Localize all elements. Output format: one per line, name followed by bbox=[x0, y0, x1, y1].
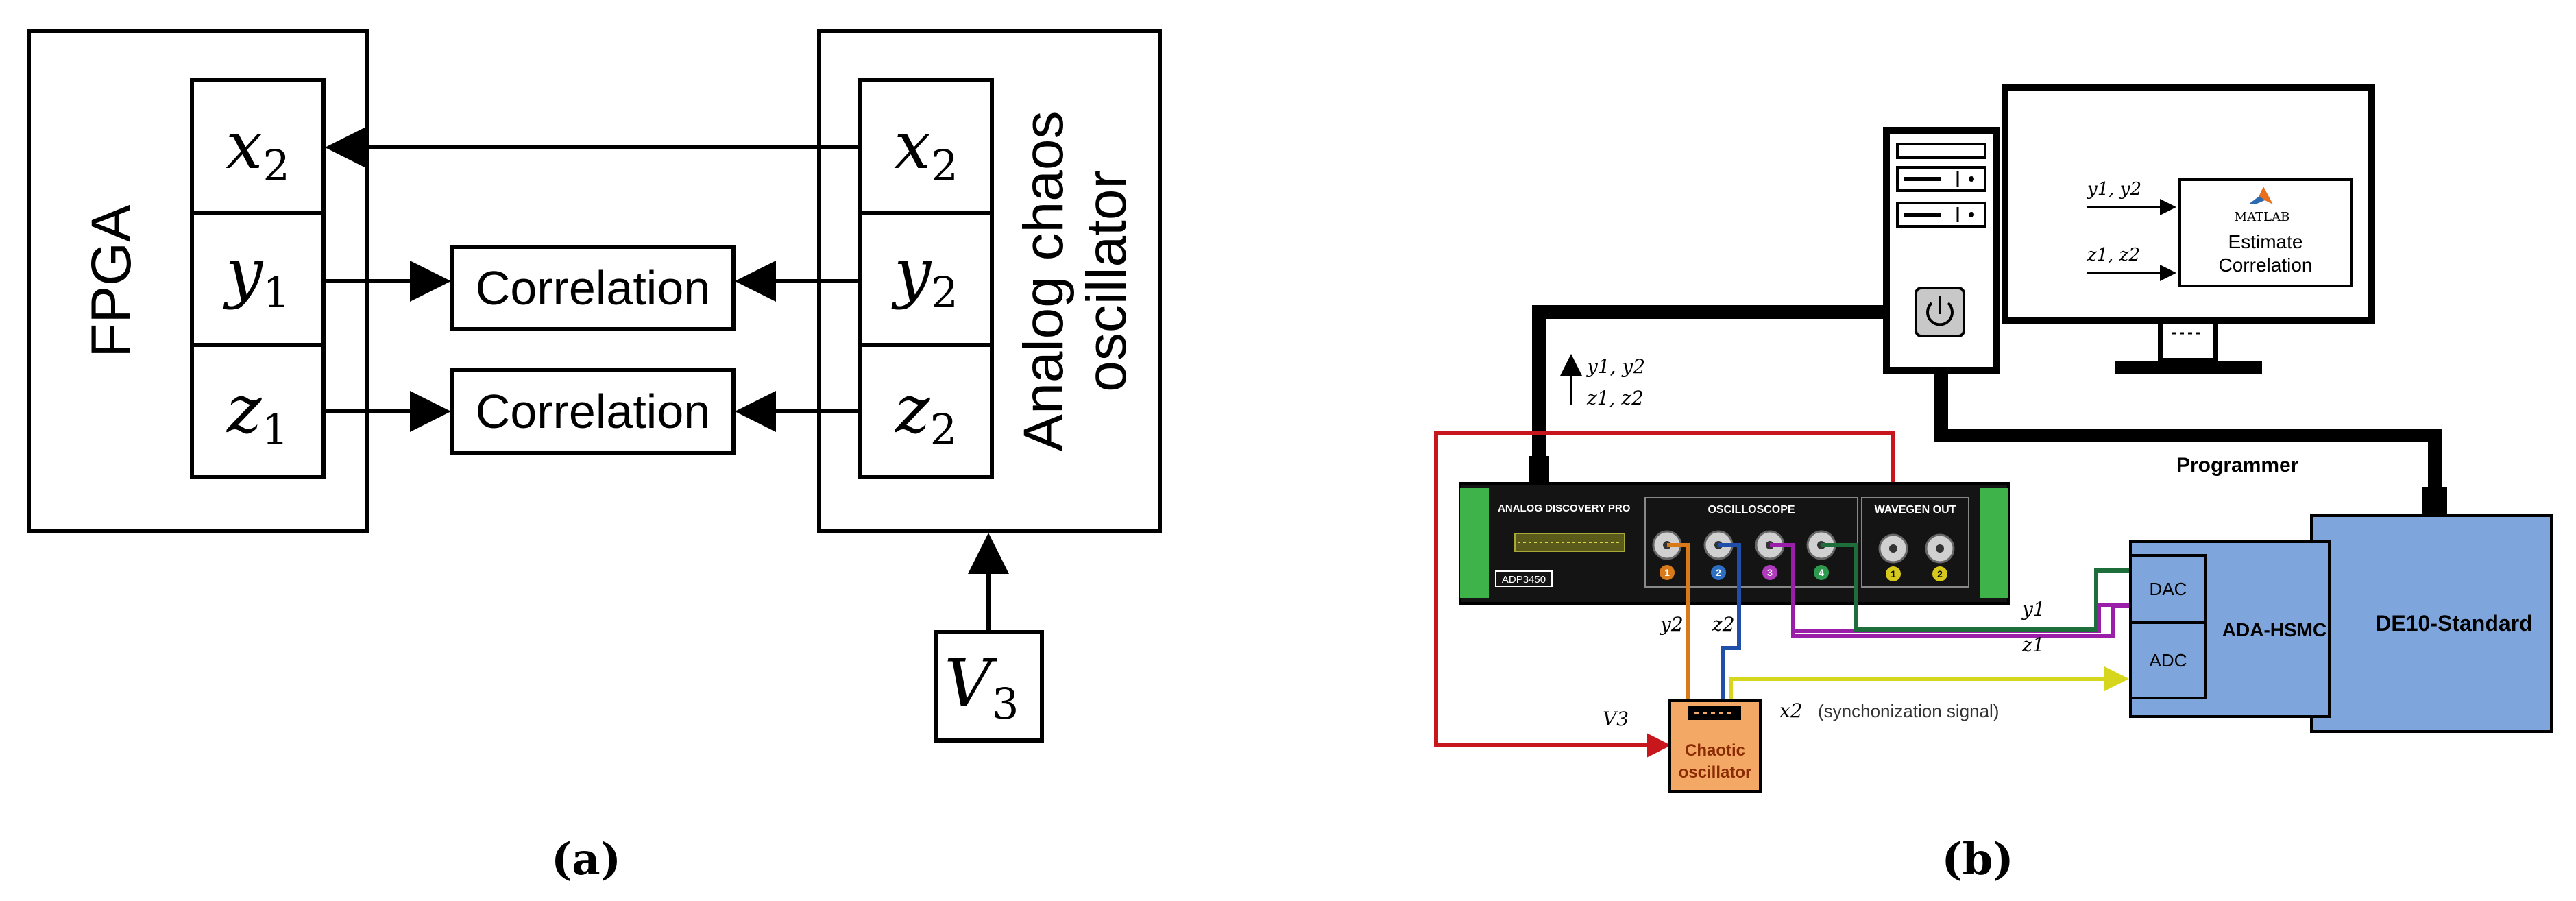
svg-text:1: 1 bbox=[1664, 567, 1670, 578]
caption-b: (b) bbox=[1941, 834, 2013, 885]
osc-cell-y2 bbox=[858, 211, 994, 347]
label-y1: y1 bbox=[2021, 598, 2045, 621]
fpga-label: FPGA bbox=[80, 204, 143, 358]
adc-label: ADC bbox=[2150, 650, 2187, 671]
pc-drive-1-led bbox=[1969, 176, 1974, 182]
osc-signal-y2: y2 bbox=[891, 234, 958, 317]
adp-brand: ANALOG DISCOVERY PRO bbox=[1498, 503, 1631, 514]
ada-hsmc-label: ADA-HSMC bbox=[2222, 619, 2326, 640]
programmer-label: Programmer bbox=[2176, 454, 2299, 477]
pc-slot-top bbox=[1896, 143, 1986, 159]
cable-label-1: y1, y2 bbox=[1585, 355, 1645, 378]
oscilloscope-panel bbox=[1644, 497, 1858, 588]
v3-box bbox=[934, 630, 1044, 743]
adp-model: ADP3450 bbox=[1502, 574, 1546, 586]
wire-v3 bbox=[1434, 431, 1895, 758]
label-z1: z1 bbox=[2021, 634, 2045, 656]
label-v3: V3 bbox=[1603, 708, 1629, 730]
wavegen-label: WAVEGEN OUT bbox=[1875, 504, 1956, 516]
de10-usb-plug bbox=[2422, 487, 2447, 517]
svg-text:2: 2 bbox=[1937, 568, 1943, 579]
monitor-input-1: y1, y2 bbox=[2087, 179, 2141, 200]
matlab-logo-icon bbox=[2248, 187, 2273, 204]
analog-osc-label: Analog chaososcillator bbox=[1012, 111, 1138, 452]
adp-bumper-left bbox=[1460, 488, 1489, 598]
panel-a: FPGA x2 y1 z1 Analog chaososcillator x2 … bbox=[27, 29, 1162, 885]
matlab-logo-text: MATLAB bbox=[2235, 210, 2290, 224]
caption-a: (a) bbox=[551, 834, 621, 885]
osc-cell-x2 bbox=[858, 78, 994, 215]
wavegen-panel bbox=[1861, 497, 1969, 588]
label-z2: z2 bbox=[1712, 613, 1735, 636]
power-icon bbox=[1926, 296, 1954, 326]
correlation-label-2: Correlation bbox=[476, 385, 710, 438]
monitor-neck bbox=[2158, 318, 2218, 363]
wire-z2-blue bbox=[1718, 543, 1741, 713]
svg-text:1: 1 bbox=[1891, 568, 1896, 579]
cable-pc-to-adp bbox=[1532, 305, 1886, 470]
pc-drive-2-led bbox=[1969, 212, 1974, 217]
svg-text:3: 3 bbox=[1767, 567, 1773, 578]
label-sync: (synchonization signal) bbox=[1818, 701, 1999, 721]
oscilloscope-label: OSCILLOSCOPE bbox=[1708, 504, 1795, 516]
svg-text:4: 4 bbox=[1819, 567, 1824, 578]
fpga-signal-z1: z1 bbox=[226, 371, 289, 455]
label-y2: y2 bbox=[1659, 613, 1684, 636]
fpga-signal-x2: x2 bbox=[226, 107, 290, 191]
de10-label: DE10-Standard bbox=[2375, 611, 2532, 636]
panel-b: MATLAB Estimate Correlation y1, y2 z1, z… bbox=[1434, 84, 2553, 885]
dac-block bbox=[2129, 554, 2207, 624]
estimate-label: Estimate bbox=[2228, 231, 2303, 252]
dac-label: DAC bbox=[2150, 579, 2187, 599]
adp-bumper-right bbox=[1980, 488, 2008, 598]
label-x2: x2 bbox=[1779, 699, 1803, 722]
cable-programmer bbox=[1934, 370, 2442, 494]
wire-y1-green-trace bbox=[1854, 545, 2130, 632]
osc-signal-x2: x2 bbox=[894, 107, 958, 191]
fpga-cell-x2 bbox=[190, 78, 326, 215]
svg-text:2: 2 bbox=[1716, 567, 1721, 578]
wavegen-connector-2[interactable]: 2 bbox=[1925, 533, 1955, 581]
fpga-signal-y1: y1 bbox=[223, 234, 290, 317]
monitor-base bbox=[2115, 361, 2262, 374]
adp-model-badge bbox=[1495, 570, 1553, 587]
cable-label-2: z1, z2 bbox=[1586, 387, 1644, 409]
wire-z1-purple-trace bbox=[1791, 603, 2130, 638]
correlation-label-1: Correlation bbox=[476, 261, 710, 315]
osc-signal-z2: z2 bbox=[895, 371, 957, 455]
correlation-label-pc: Correlation bbox=[2219, 254, 2313, 276]
correlation-box-2 bbox=[450, 368, 736, 455]
de10-board bbox=[2310, 514, 2553, 733]
correlation-box-1 bbox=[450, 245, 736, 331]
adc-block bbox=[2129, 621, 2207, 699]
wavegen-connector-1[interactable]: 1 bbox=[1878, 533, 1908, 581]
v3-label: V3 bbox=[945, 645, 1019, 729]
adp-usb-plug bbox=[1529, 456, 1549, 483]
monitor-input-2: z1, z2 bbox=[2087, 245, 2140, 265]
